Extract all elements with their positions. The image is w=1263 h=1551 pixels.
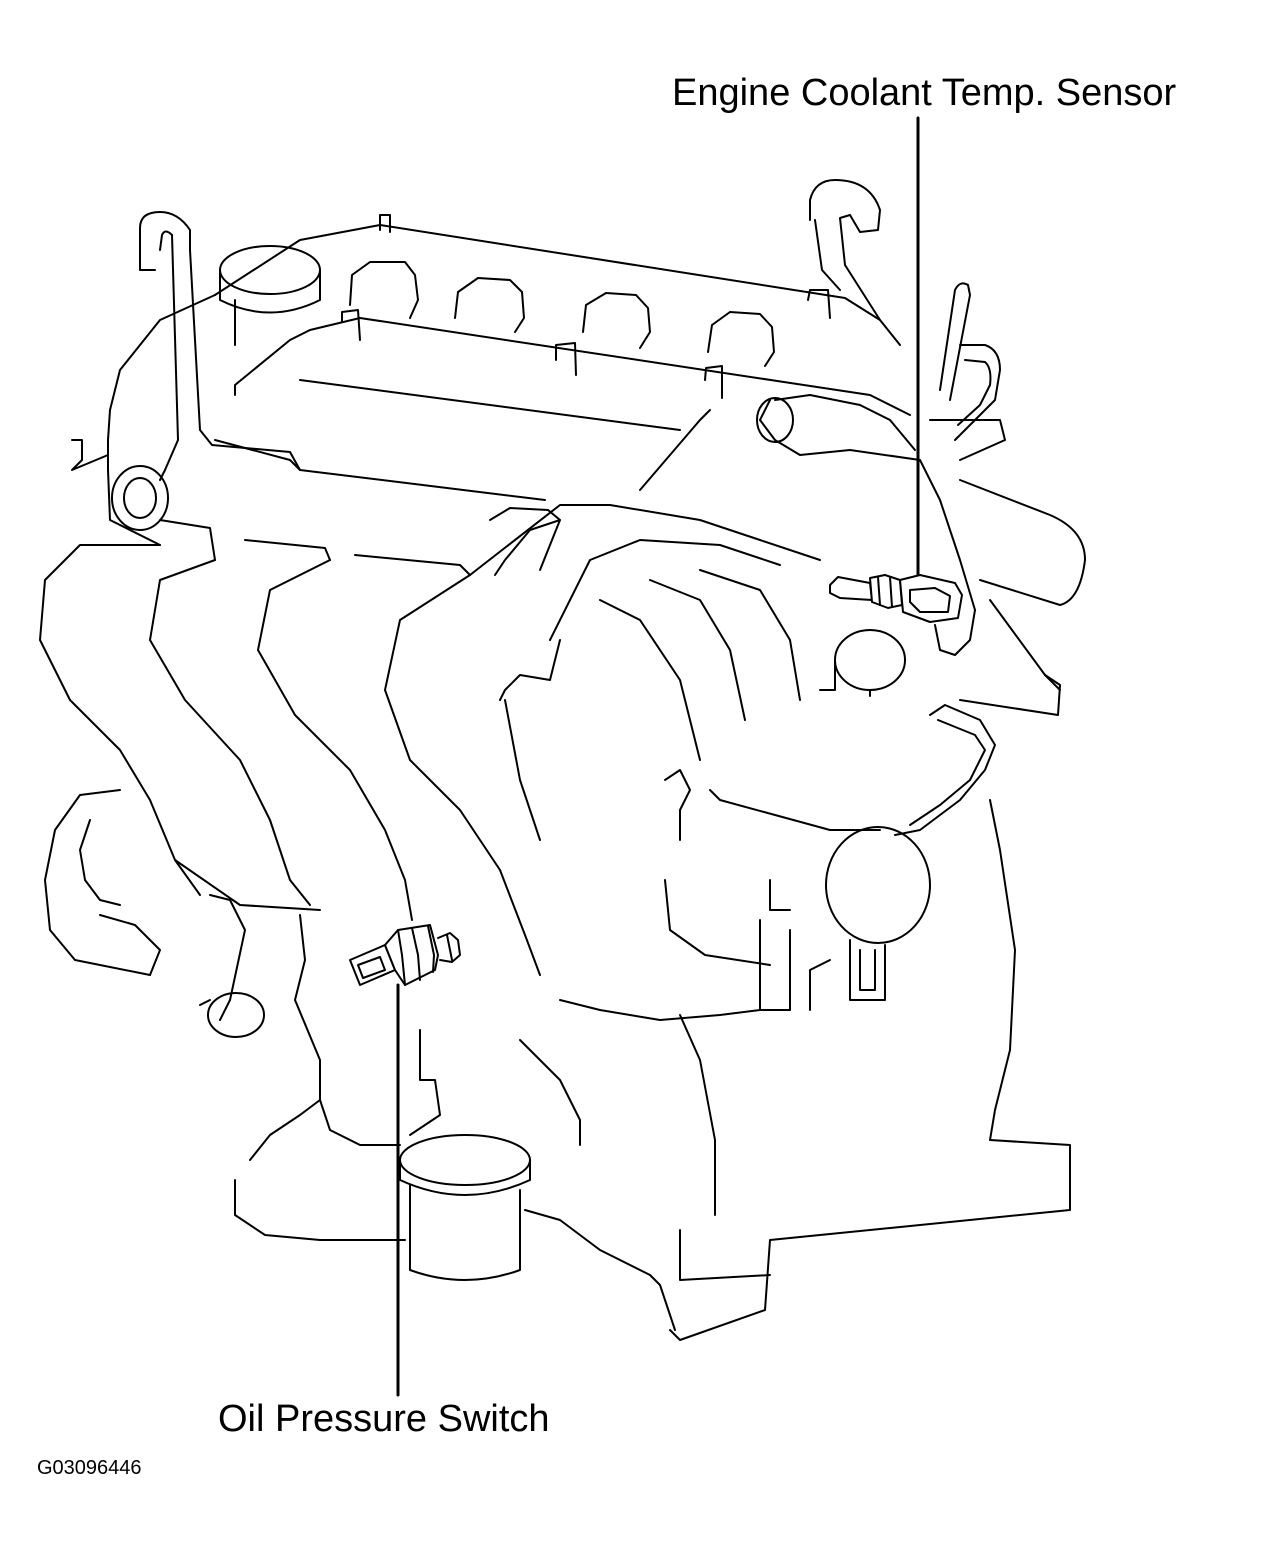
- intake-plenum: [469, 409, 821, 841]
- lower-block-oil-pan: [234, 914, 1071, 1341]
- left-hose-tube: [139, 211, 301, 481]
- cylinder-head-cover: [214, 214, 911, 501]
- right-dipstick-pipes: [929, 282, 1006, 461]
- ignition-coils: [341, 261, 831, 399]
- coolant-temp-sensor-part: [829, 574, 963, 623]
- oil-filler-cap: [219, 245, 321, 346]
- oil-filter: [399, 1134, 531, 1281]
- crank-pulley-area: [44, 789, 265, 1038]
- engine-coolant-temp-sensor-label: Engine Coolant Temp. Sensor: [672, 72, 1177, 114]
- intake-runners: [39, 519, 541, 976]
- upper-radiator-hose: [756, 394, 976, 656]
- engine-block-left: [71, 294, 216, 546]
- alternator: [825, 826, 931, 1001]
- oil-pressure-switch-part: [349, 924, 461, 986]
- oil-pressure-switch-label: Oil Pressure Switch: [218, 1398, 550, 1440]
- engine-block-right: [664, 769, 1016, 1141]
- figure-id: G03096446: [37, 1457, 142, 1479]
- right-hook-hose: [809, 179, 881, 321]
- heater-hose: [894, 704, 996, 836]
- coolant-fittings: [819, 629, 906, 697]
- thermostat-outlet-pipe: [959, 479, 1086, 716]
